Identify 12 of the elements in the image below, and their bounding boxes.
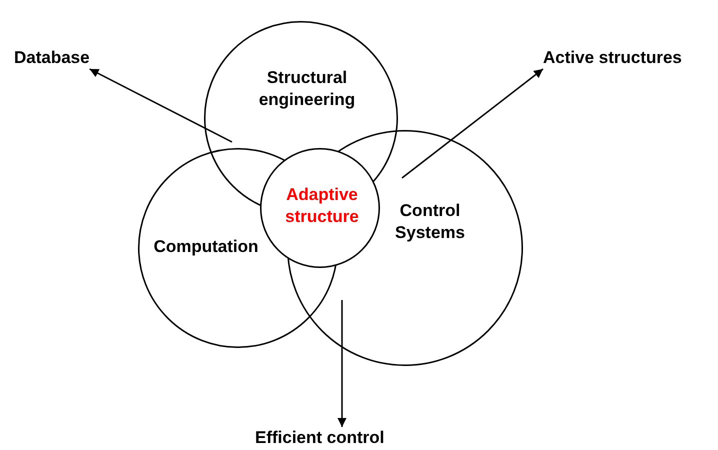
circle-label: Computation <box>152 236 260 258</box>
outcome-label: Efficient control <box>255 427 384 449</box>
circle-label: Adaptive structure <box>284 184 360 228</box>
venn-circle <box>287 130 523 366</box>
outcome-label: Active structures <box>543 47 682 69</box>
arrow <box>89 68 232 143</box>
arrow <box>338 300 346 427</box>
arrow <box>402 68 544 179</box>
circle-label: Control Systems <box>394 200 466 244</box>
venn-circle <box>260 148 380 268</box>
circle-label: Structural engineering <box>258 67 356 111</box>
outcome-label: Database <box>14 47 90 69</box>
